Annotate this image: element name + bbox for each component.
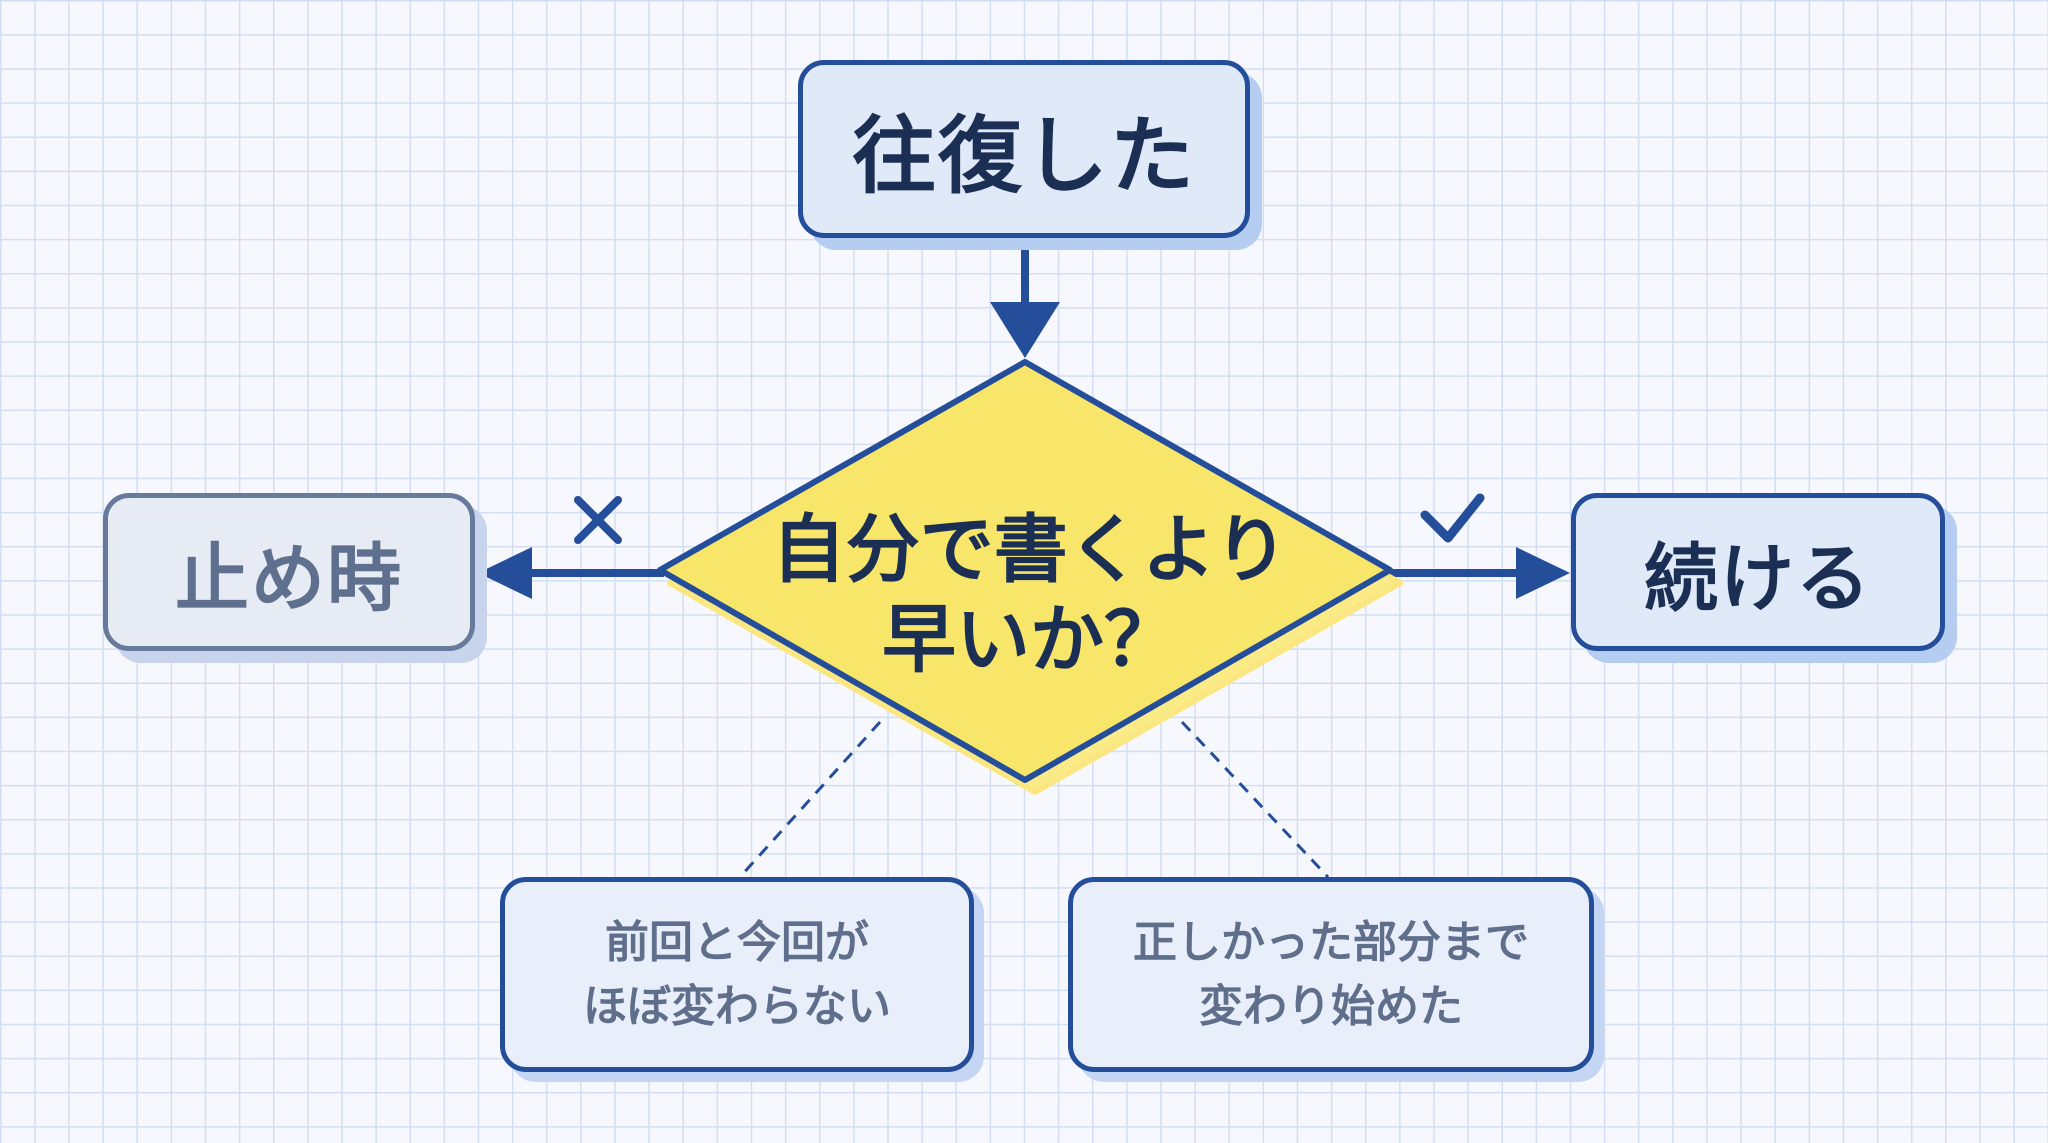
note-left-line-2: ほぼ変わらない bbox=[583, 980, 891, 1032]
stop-node-label: 止め時 bbox=[175, 535, 403, 622]
decision-node-label: 自分で書くより 早いか？ bbox=[720, 500, 1340, 690]
note-right-line-1: 正しかった部分まで bbox=[1133, 916, 1529, 968]
continue-node-label: 続ける bbox=[1644, 535, 1872, 622]
continue-node: 続ける bbox=[1571, 493, 1945, 651]
start-node: 往復した bbox=[798, 60, 1250, 238]
cross-icon bbox=[574, 496, 622, 544]
stop-node: 止め時 bbox=[103, 493, 475, 651]
arrow-down-head bbox=[990, 302, 1060, 358]
connector-dashed-left bbox=[738, 720, 882, 879]
arrow-right-head bbox=[1516, 547, 1570, 599]
decision-line-2: 早いか？ bbox=[882, 597, 1178, 683]
note-left-line-1: 前回と今回が bbox=[605, 916, 869, 968]
decision-line-1: 自分で書くより bbox=[771, 507, 1289, 593]
connector-dashed-right bbox=[1180, 720, 1330, 879]
arrow-left-head bbox=[478, 547, 532, 599]
note-regression-condition: 正しかった部分まで 変わり始めた bbox=[1068, 877, 1594, 1072]
note-stop-condition: 前回と今回が ほぼ変わらない bbox=[500, 877, 974, 1072]
decision-diamond bbox=[657, 359, 1393, 783]
note-right-line-2: 変わり始めた bbox=[1199, 980, 1463, 1032]
start-node-label: 往復した bbox=[851, 106, 1196, 205]
check-icon bbox=[1420, 493, 1485, 543]
